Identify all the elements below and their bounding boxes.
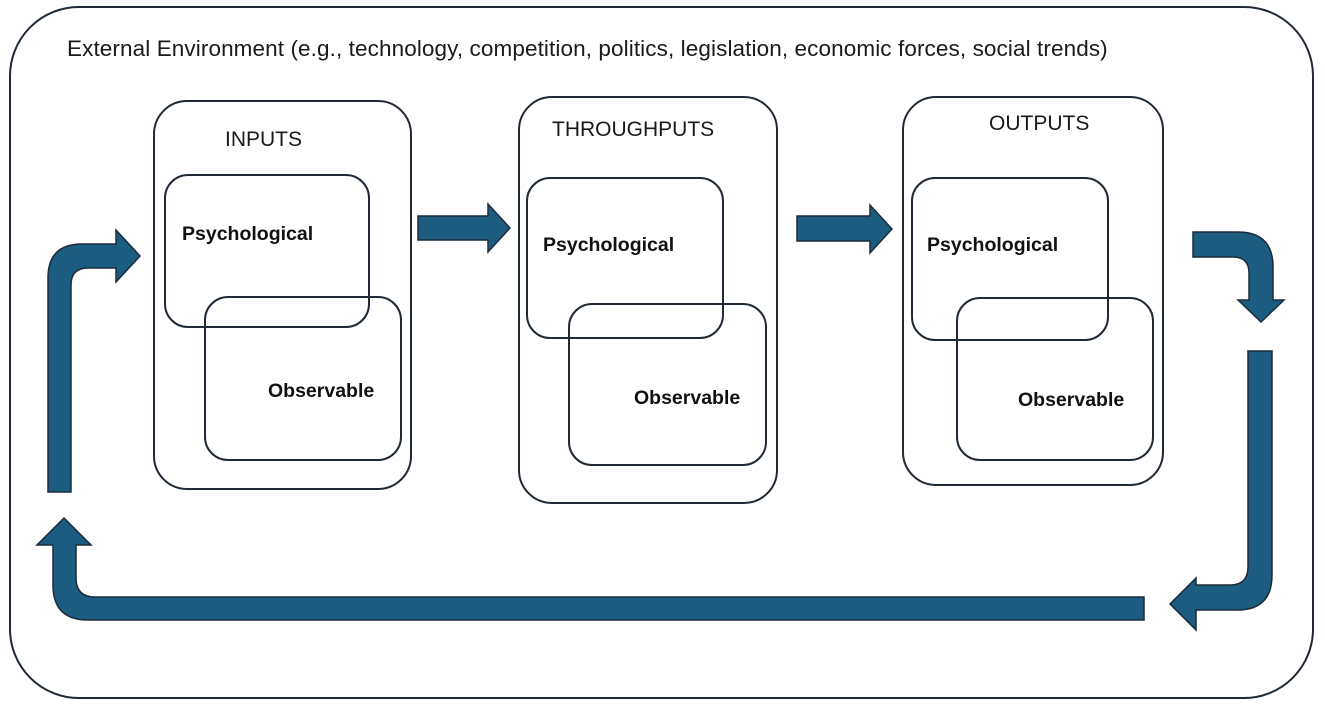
throughputs-observable-box xyxy=(568,303,767,466)
stage-throughputs xyxy=(518,96,778,504)
external-environment-label: External Environment (e.g., technology, … xyxy=(67,36,1108,61)
outputs-observable-label: Observable xyxy=(1018,389,1125,411)
outputs-psychological-box xyxy=(911,177,1109,341)
external-environment-frame xyxy=(9,6,1314,699)
stage-outputs xyxy=(902,96,1164,486)
arrow-inputs-to-throughputs xyxy=(417,202,512,254)
inputs-psychological-box xyxy=(164,174,370,328)
stage-inputs xyxy=(153,100,412,490)
stage-throughputs-title: THROUGHPUTS xyxy=(552,118,715,141)
stage-inputs-title: INPUTS xyxy=(225,128,303,151)
arrow-outputs-turn-down xyxy=(1192,231,1286,324)
outputs-psychological-label: Psychological xyxy=(927,234,1059,256)
arrow-feedback-bottom-to-left xyxy=(35,516,1145,621)
arrow-feedback-right-to-bottom xyxy=(1168,350,1273,632)
inputs-observable-box xyxy=(204,296,402,461)
arrow-throughputs-to-outputs xyxy=(796,203,894,255)
stage-outputs-title: OUTPUTS xyxy=(989,112,1090,135)
throughputs-observable-label: Observable xyxy=(634,387,741,409)
inputs-psychological-label: Psychological xyxy=(182,223,314,245)
throughputs-psychological-label: Psychological xyxy=(543,234,675,256)
inputs-observable-label: Observable xyxy=(268,380,375,402)
outputs-observable-box xyxy=(956,297,1154,461)
arrow-feedback-into-inputs xyxy=(47,228,142,493)
throughputs-psychological-box xyxy=(526,177,724,339)
